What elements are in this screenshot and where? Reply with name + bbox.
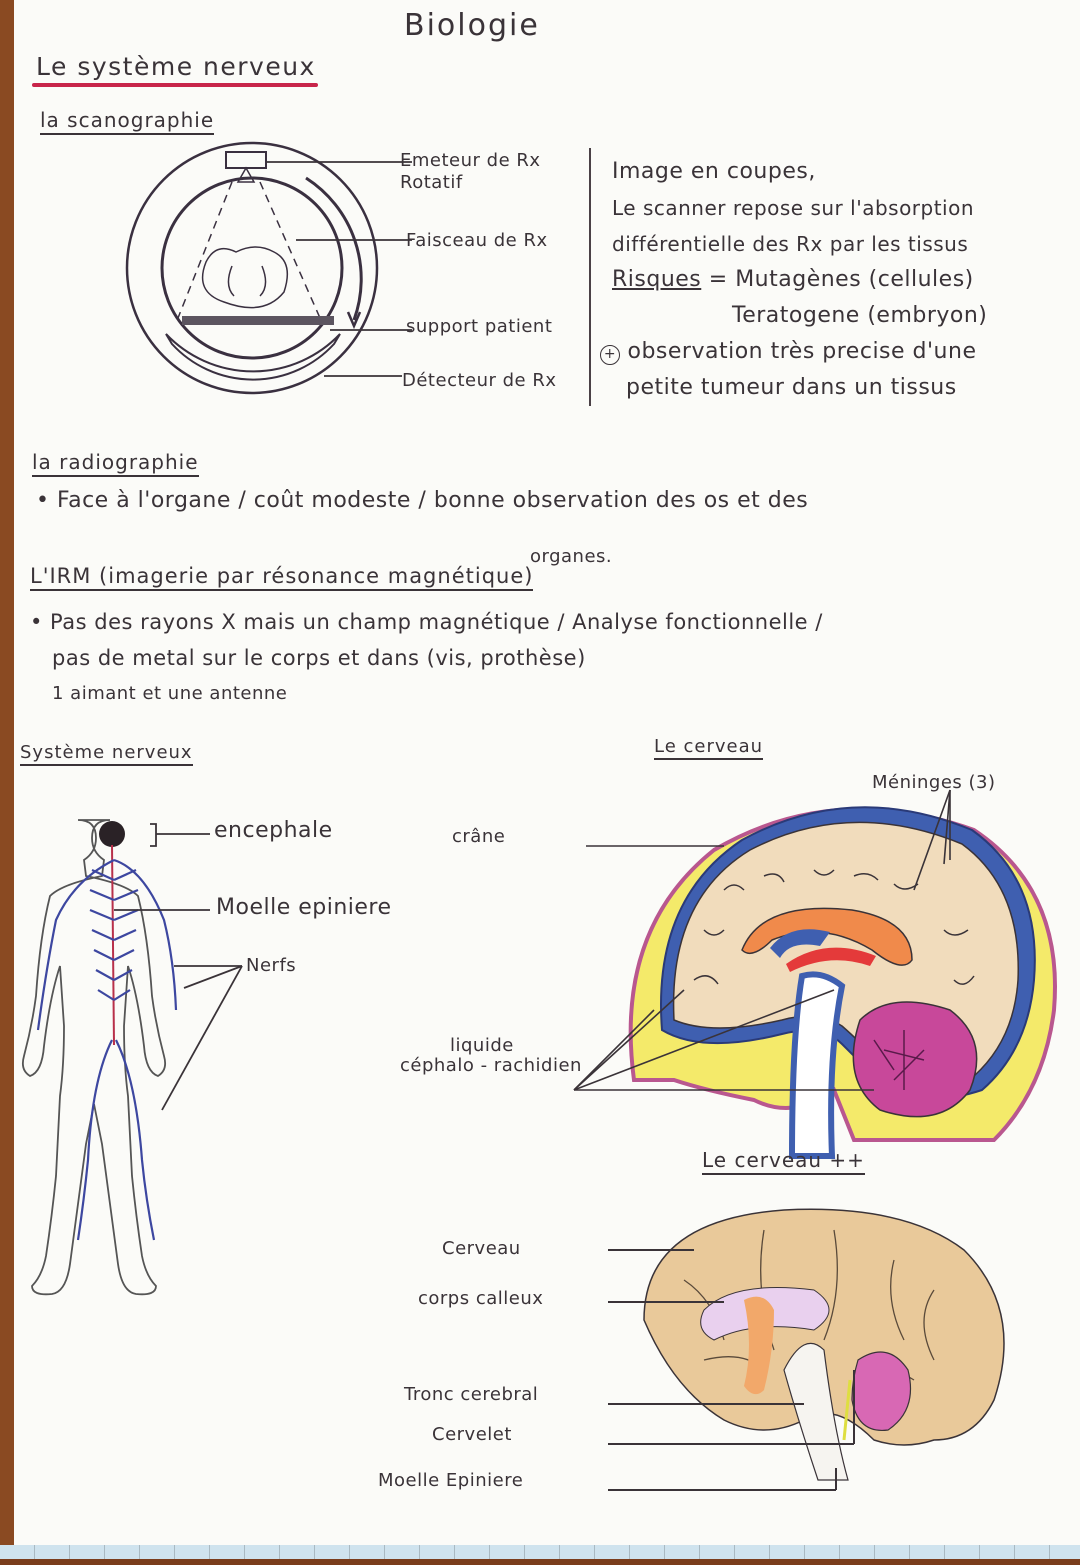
label-emetteur-line2: Rotatif	[400, 172, 463, 193]
irm-line-2: pas de metal sur le corps et dans (vis, …	[52, 646, 586, 670]
label-support: support patient	[406, 316, 553, 337]
label-emetteur-line1: Emeteur de Rx	[400, 150, 541, 171]
note-line-3: différentielle des Rx par les tissus	[612, 232, 969, 256]
plus-line-2: petite tumeur dans un tissus	[626, 375, 957, 400]
label-moelle-epiniere: Moelle epiniere	[216, 895, 392, 920]
label-emetteur: Emeteur de Rx Rotatif	[400, 150, 541, 194]
irm-line-3: 1 aimant et une antenne	[52, 683, 288, 704]
page-edge-ruler	[0, 1545, 1080, 1565]
body-leader-lines	[114, 823, 243, 1111]
label-liquide-cephalo-rachidien: liquide céphalo - rachidien	[400, 1035, 582, 1076]
label-crane: crâne	[452, 826, 506, 847]
column-divider	[589, 148, 591, 406]
label-moelle-epiniere-2: Moelle Epiniere	[378, 1470, 524, 1491]
risques-line: Risques = Mutagènes (cellules)	[612, 262, 987, 298]
systeme-nerveux-heading: Système nerveux	[20, 742, 193, 766]
irm-line-1: • Pas des rayons X mais un champ magnéti…	[30, 610, 823, 634]
scanographie-heading: la scanographie	[40, 108, 215, 135]
plus-line-1: observation très precise d'une	[627, 339, 977, 364]
label-cervelet: Cervelet	[432, 1424, 512, 1445]
plus-line: + observation très precise d'une	[600, 334, 987, 370]
plus-circle-icon: +	[600, 345, 620, 365]
brain-meninges-diagram	[573, 789, 1057, 1159]
radiographie-heading: la radiographie	[32, 450, 199, 477]
main-heading-text: Le système nerveux	[36, 52, 316, 81]
brain-plus-leader-lines	[608, 1249, 855, 1491]
label-corps-calleux: corps calleux	[418, 1288, 544, 1309]
note-line-1: Image en coupes,	[612, 159, 816, 184]
irm-heading: L'IRM (imagerie par résonance magnétique…	[30, 564, 534, 591]
main-heading: Le système nerveux	[32, 52, 318, 87]
scanographie-notes: Image en coupes, Le scanner repose sur l…	[600, 154, 988, 406]
notebook-page: Biologie Le système nerveux la scanograp…	[14, 0, 1080, 1545]
page-title: Biologie	[404, 8, 540, 43]
cerveau-heading: Le cerveau	[654, 736, 764, 760]
label-nerfs: Nerfs	[246, 955, 297, 976]
label-meninges: Méninges (3)	[872, 772, 996, 793]
label-faisceau: Faisceau de Rx	[406, 230, 548, 251]
risques-label: Risques	[612, 267, 702, 292]
risques-mutagenes: = Mutagènes (cellules)	[708, 267, 974, 292]
label-cerveau: Cerveau	[442, 1238, 521, 1259]
label-encephale: encephale	[214, 818, 333, 843]
radiographie-bullet-cont: organes.	[530, 546, 613, 567]
cerveau-plus-heading: Le cerveau ++	[702, 1148, 865, 1175]
label-liquide-line1: liquide	[450, 1035, 514, 1056]
brain-sagittal-diagram	[643, 1208, 1005, 1481]
human-body-nervous-system	[21, 819, 178, 1296]
note-line-2: Le scanner repose sur l'absorption	[612, 196, 975, 220]
scanner-diagram	[125, 141, 412, 395]
label-liquide-line2: céphalo - rachidien	[400, 1055, 582, 1076]
irm-notes: • Pas des rayons X mais un champ magnéti…	[30, 604, 823, 712]
risques-teratogene: Teratogene (embryon)	[732, 303, 988, 328]
red-underline	[32, 83, 318, 87]
label-detecteur: Détecteur de Rx	[402, 370, 557, 391]
radiographie-bullet: • Face à l'organe / coût modeste / bonne…	[36, 488, 809, 513]
label-tronc-cerebral: Tronc cerebral	[404, 1384, 539, 1405]
